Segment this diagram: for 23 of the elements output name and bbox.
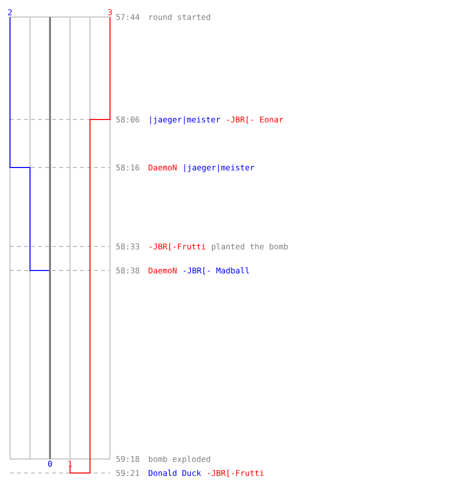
- player-name: DaemoN: [148, 268, 177, 274]
- count-label: 3: [108, 9, 112, 16]
- player-name: -JBR[-Frutti: [208, 470, 264, 477]
- player-name: DaemoN: [148, 164, 177, 170]
- timestamp: 58:16: [116, 164, 140, 170]
- timestamp: 58:38: [116, 267, 140, 274]
- timestamp: 59:21: [116, 470, 140, 476]
- count-label: 1: [68, 460, 72, 467]
- count-label: 2: [8, 9, 12, 16]
- player-name: -JBR[- Eonar: [227, 116, 284, 124]
- event-text: bomb exploded: [148, 456, 210, 464]
- event-text: round started: [150, 14, 210, 20]
- player-name: -JBR[-Frutti: [150, 243, 206, 250]
- timestamp: 58:33: [116, 243, 140, 250]
- event-text: planted the bomb: [212, 243, 288, 252]
- timestamp: 57:44: [116, 14, 140, 20]
- count-label: 0: [48, 460, 52, 467]
- timestamp: 58:06: [116, 116, 140, 122]
- player-name: Donald Duck: [148, 470, 202, 476]
- player-name: |jaeger|meister: [150, 116, 220, 124]
- player-name: |jaeger|meister: [184, 164, 254, 172]
- timestamp: 59:18: [116, 456, 140, 462]
- player-name: -JBR[- Madball: [184, 267, 249, 274]
